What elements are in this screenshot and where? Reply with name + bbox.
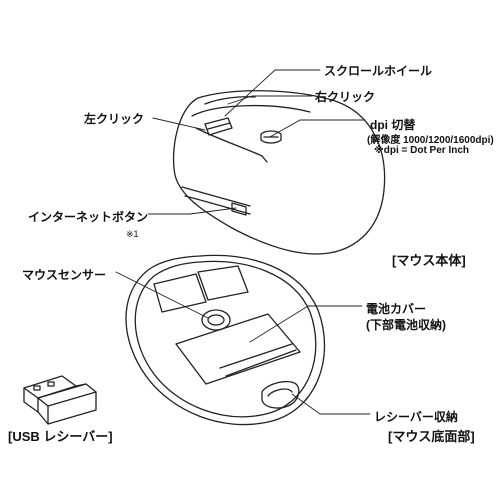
usb-receiver-section-label: [USB レシーバー] [8, 429, 113, 444]
left-click-label: 左クリック [84, 112, 145, 126]
internet-note-label: ※1 [126, 229, 139, 239]
leader-lines [115, 69, 371, 415]
mouse-bottom-drawing [125, 254, 326, 426]
internet-button-label: インターネットボタン [28, 210, 149, 224]
dpi-note-label: ※dpi = Dot Per Inch [374, 145, 470, 156]
mouse-body-section-label: [マウス本体] [392, 253, 466, 268]
battery-cover-label: 電池カバー [366, 302, 427, 316]
mouse-bottom-section-label: [マウス底面部] [388, 429, 475, 444]
mouse-sensor-label: マウスセンサー [22, 268, 107, 282]
usb-receiver-drawing [23, 375, 97, 425]
mouse-body-drawing [172, 90, 386, 255]
right-click-label: 右クリック [315, 90, 376, 104]
receiver-storage-label: レシーバー収納 [374, 410, 458, 424]
dpi-resolution-label: (解像度 1000/1200/1600dpi) [367, 135, 494, 146]
battery-cover-sub-label: (下部電池収納) [366, 318, 446, 332]
scroll-wheel-label: スクロールホイール [324, 64, 433, 78]
dpi-switch-label: dpi 切替 [370, 118, 416, 132]
